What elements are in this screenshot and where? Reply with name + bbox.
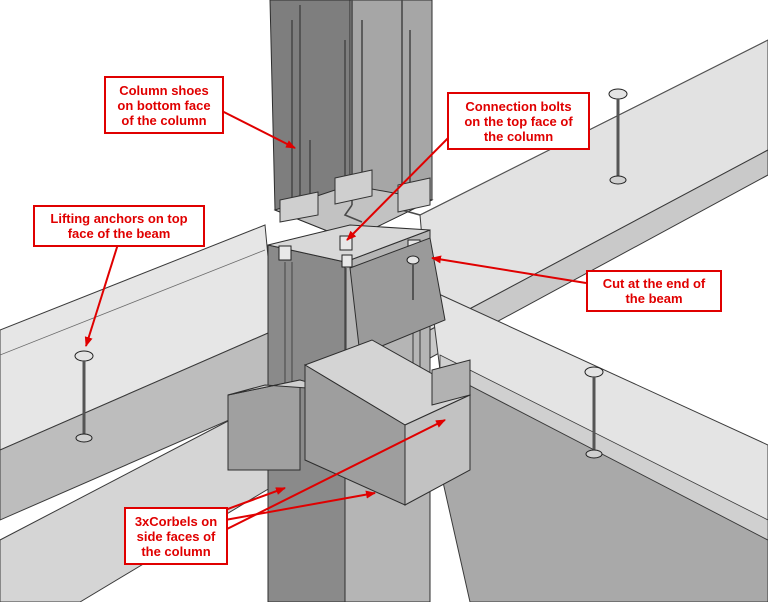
arrow-column-shoes [211, 105, 296, 149]
column-shoe-plates [279, 169, 431, 223]
arrow-corbel-2 [224, 490, 376, 521]
callout-corbels: 3xCorbels on side faces of the column [124, 507, 228, 565]
arrow-corbel-1 [224, 487, 286, 511]
beam-lower-right [419, 289, 768, 602]
arrow-cut-end [431, 255, 587, 284]
arrow-lifting-anchors [84, 243, 119, 347]
corbel-right [431, 359, 471, 406]
lifting-anchor-left [74, 350, 94, 443]
callout-connection-bolts: Connection bolts on the top face of the … [447, 92, 590, 150]
callout-cut-end: Cut at the end of the beam [586, 270, 722, 312]
arrow-corbel-3 [224, 419, 446, 531]
callout-arrows [84, 105, 587, 531]
callout-column-shoes: Column shoes on bottom face of the colum… [104, 76, 224, 134]
arrow-connection-bolts [346, 125, 461, 241]
callout-lifting-anchors: Lifting anchors on top face of the beam [33, 205, 205, 247]
lifting-anchor-upper-right [608, 88, 628, 185]
lifting-anchor-lower-right [584, 366, 604, 459]
corbel-front [303, 339, 472, 506]
beam-end-cut [349, 237, 446, 356]
lifting-anchor-center [406, 255, 420, 300]
